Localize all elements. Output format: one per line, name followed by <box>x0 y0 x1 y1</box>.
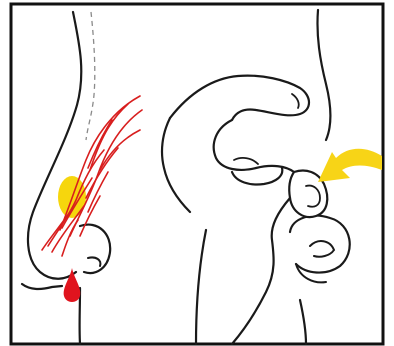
illustration-svg <box>0 0 394 346</box>
illustration <box>0 0 394 346</box>
